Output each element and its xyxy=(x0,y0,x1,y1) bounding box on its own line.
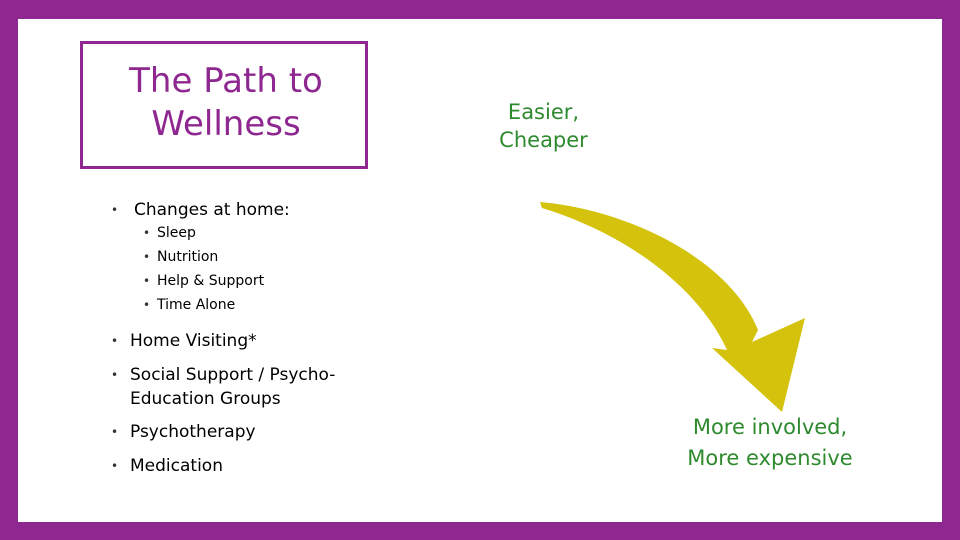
bullet-icon: • xyxy=(143,298,151,312)
bullet-icon: • xyxy=(111,334,119,348)
bullet-icon: • xyxy=(111,425,119,439)
slide-canvas xyxy=(18,19,942,522)
bullet-icon: • xyxy=(111,368,119,382)
bullet-icon: • xyxy=(143,250,151,264)
bullet-icon: • xyxy=(111,203,119,217)
sub-item-nutrition: Nutrition xyxy=(157,249,219,265)
title-frame xyxy=(80,41,368,169)
bullet-icon: • xyxy=(143,226,151,240)
list-item-psychotherapy: Psychotherapy xyxy=(130,422,256,442)
list-item-home-visiting: Home Visiting* xyxy=(130,331,257,351)
top-label-line-1: Easier, xyxy=(507,100,580,124)
bullet-icon: • xyxy=(143,274,151,288)
sub-item-sleep: Sleep xyxy=(157,225,196,241)
bottom-label-line-2: More expensive xyxy=(687,446,853,470)
bullet-icon: • xyxy=(111,459,119,473)
sub-item-time-alone: Time Alone xyxy=(157,297,236,313)
list-item-social-support-line-1: Social Support / Psycho- xyxy=(130,365,336,385)
bottom-label: More involved, More expensive xyxy=(658,412,882,474)
title-line-1: The Path to xyxy=(129,61,323,101)
list-item-social-support-line-2: Education Groups xyxy=(130,389,281,409)
arrow-shape xyxy=(540,202,805,412)
slide-title: The Path to Wellness xyxy=(84,60,368,146)
list-item-medication: Medication xyxy=(130,456,223,476)
list-item-changes: Changes at home: xyxy=(134,200,290,220)
bottom-label-line-1: More involved, xyxy=(692,415,848,439)
title-line-2: Wellness xyxy=(151,104,301,144)
sub-item-help-support: Help & Support xyxy=(157,273,265,289)
curved-arrow-down-right-icon xyxy=(540,202,805,412)
top-label: Easier, Cheaper xyxy=(470,98,617,154)
top-label-line-2: Cheaper xyxy=(499,128,588,152)
